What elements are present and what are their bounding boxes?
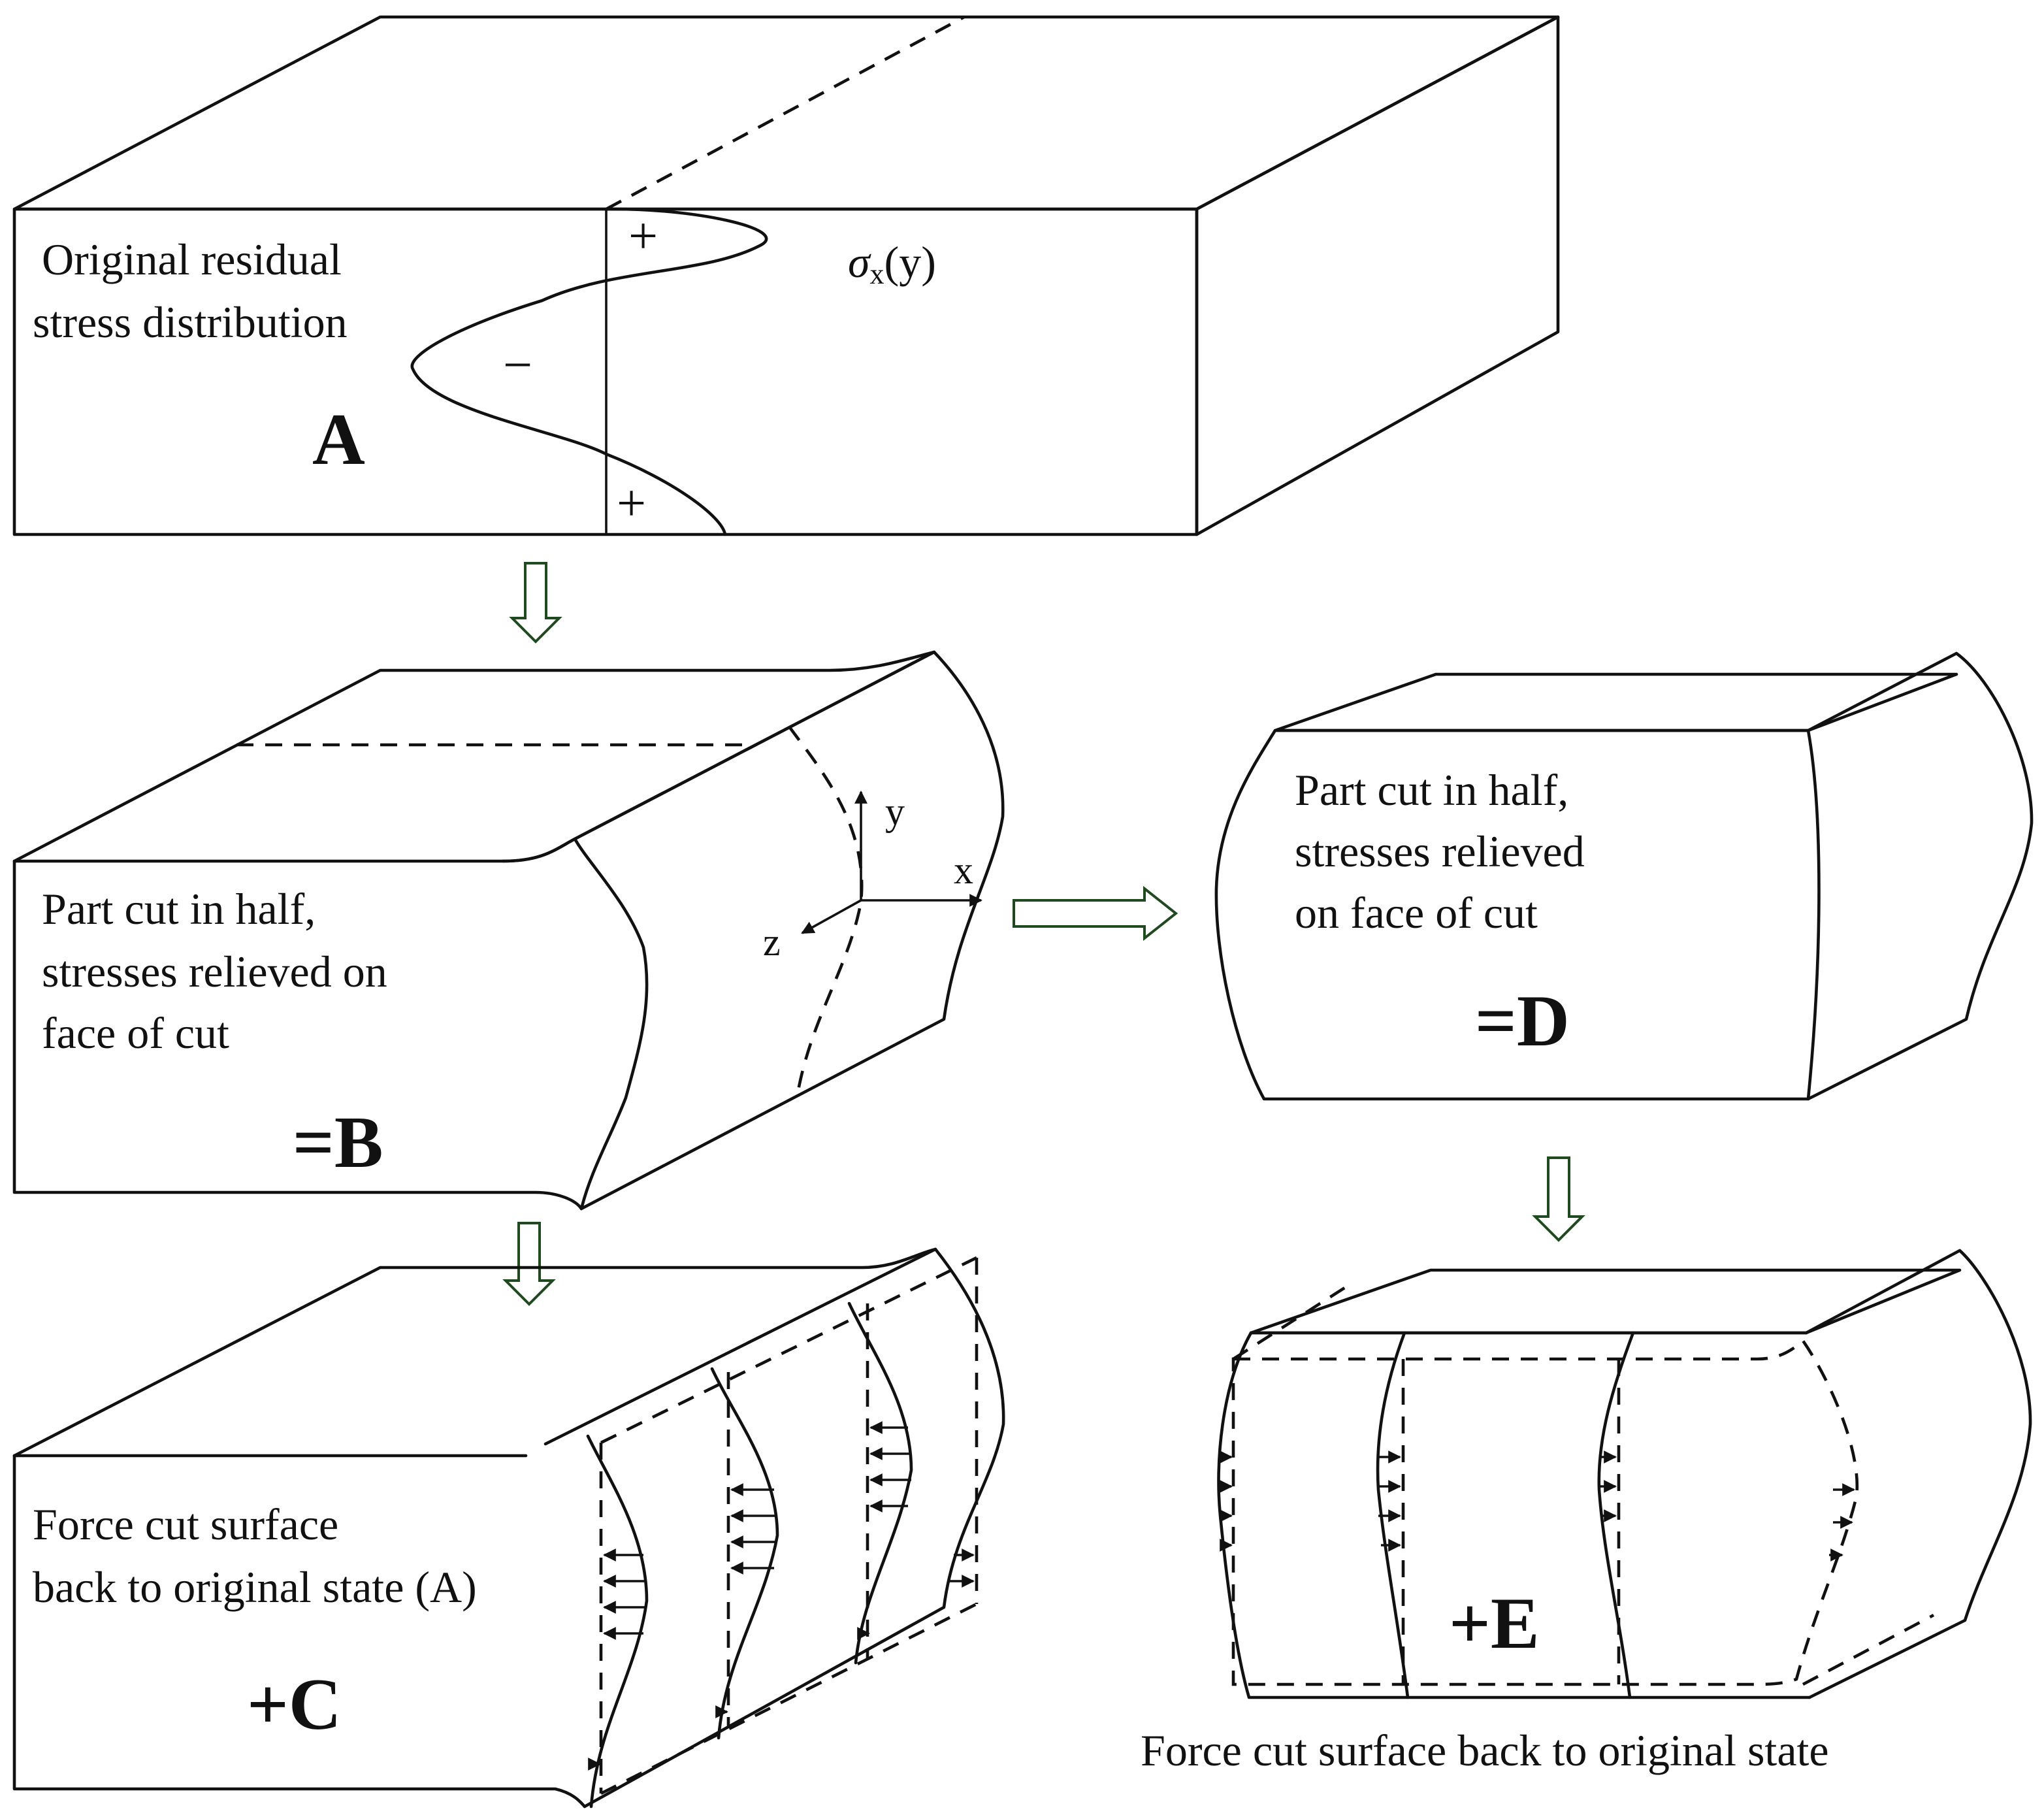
stress-distribution-curve [410,207,768,536]
block-d-caption-line-1: Part cut in half, [1295,765,1568,815]
block-a-cut-plane-top-dashed [605,15,965,211]
block-c-letter: +C [247,1664,342,1745]
tensile-sign-bottom: + [617,475,646,532]
block-e: +E Force cut surface back to original st… [1141,1249,2032,1775]
right-flow-arrow-b-to-d [1013,885,1178,941]
block-e-top-dashed [1232,1286,1347,1360]
block-a-letter: A [312,399,365,480]
block-d-letter: =D [1475,981,1570,1062]
block-c-side-face [583,1247,1005,1809]
block-e-force-arrows [1220,1450,1855,1562]
block-e-letter: +E [1449,1583,1540,1664]
block-c-top-face [12,1247,937,1458]
z-axis-label: z [763,921,781,964]
down-flow-arrow-d-to-e [1532,1156,1585,1242]
stress-symbol: σ [848,237,871,287]
block-e-reference-frame [1231,1338,1859,1686]
stress-subscript: x [870,258,884,290]
block-c-top-front-edge [543,1247,937,1446]
block-b-cut-profile-dashed [788,725,864,1098]
block-d-front-face [1214,728,1821,1101]
block-b: y x z Part cut in half, stresses relieve… [12,650,1005,1211]
block-c-profile-3 [847,1301,913,1665]
y-axis-label: y [885,790,905,833]
block-d-caption-line-3: on face of cut [1295,888,1538,938]
block-c-caption-line-1: Force cut surface [33,1499,338,1549]
block-a-caption-line-2: stress distribution [33,297,348,347]
block-c: Force cut surface back to original state… [12,1247,1005,1809]
block-c-force-arrows [588,1421,975,1771]
block-c-profile-2 [710,1367,779,1740]
block-b-letter: =B [293,1102,383,1183]
block-c-bottom-dashed [600,1602,978,1795]
block-c-caption-line-2: back to original state (A) [33,1562,477,1612]
block-b-caption-line-2: stresses relieved on [42,947,387,996]
block-e-side-face [1804,1249,2032,1699]
block-d-top-face [1273,672,1958,732]
block-d-caption-line-2: stresses relieved [1295,827,1585,876]
block-e-caption: Force cut surface back to original state [1141,1726,1829,1775]
tensile-sign-top: + [628,208,658,265]
stress-argument: (y) [884,237,936,287]
block-e-bottom-dashed [1802,1613,1935,1686]
x-axis-label: x [954,849,973,892]
block-e-profile-1 [1376,1331,1410,1699]
block-b-side-face [573,650,1005,1211]
block-b-caption-line-3: face of cut [42,1008,229,1058]
block-d: Part cut in half, stresses relieved on f… [1214,651,2034,1101]
block-c-profile-1 [586,1434,649,1809]
block-b-caption-line-1: Part cut in half, [42,884,316,934]
stress-label: σx(y) [848,237,936,290]
block-d-side-face [1806,651,2034,1101]
block-e-top-face [1249,1268,1962,1335]
down-flow-arrow-a-to-b [509,562,562,644]
z-axis-arrow [801,899,862,934]
down-flow-arrow-b-to-c [502,1222,556,1306]
block-a-caption-line-1: Original residual [42,235,342,284]
block-c-front-outline [12,1454,587,1809]
block-a-side-face [1195,15,1560,536]
block-c-top-dashed [600,1256,978,1445]
block-a: Original residual stress distribution A … [12,15,1560,536]
block-b-top-face [12,650,936,863]
compressive-sign: − [503,336,532,394]
